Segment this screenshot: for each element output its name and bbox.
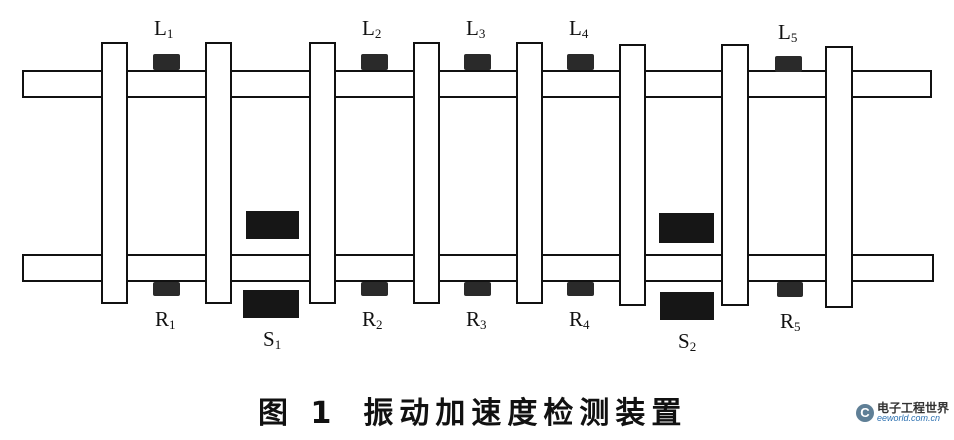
label-r2: R2: [362, 307, 383, 332]
label-l3: L3: [466, 16, 486, 41]
label-r4: R4: [569, 307, 590, 332]
sleeper: [309, 42, 336, 304]
block-s1-lower: [243, 290, 299, 318]
label-r1: R1: [155, 307, 176, 332]
sleeper: [721, 44, 749, 306]
sensor-l1: [153, 54, 180, 70]
sensor-r4: [567, 282, 594, 296]
label-r3: R3: [466, 307, 487, 332]
sensor-r5: [777, 282, 803, 297]
eeworld-logo: C 电子工程世界 eeworld.com.cn: [856, 402, 949, 423]
sensor-l2: [361, 54, 388, 70]
figure-number: 图 1: [258, 396, 338, 431]
label-l4: L4: [569, 16, 589, 41]
sensor-l5: [775, 56, 802, 72]
sleeper: [101, 42, 128, 304]
sensor-l3: [464, 54, 491, 70]
sleeper: [413, 42, 440, 304]
eeworld-logo-url: eeworld.com.cn: [877, 413, 941, 423]
eeworld-logo-name: 电子工程世界: [877, 401, 950, 415]
sleeper: [825, 46, 853, 308]
figure-caption: 图 1 振动加速度检测装置: [258, 388, 687, 432]
block-s1-upper: [246, 211, 299, 239]
label-l2: L2: [362, 16, 382, 41]
figure-title: 振动加速度检测装置: [363, 396, 688, 431]
sleeper: [205, 42, 232, 304]
bottom-rail: [22, 254, 934, 282]
label-r5: R5: [780, 309, 801, 334]
sensor-l4: [567, 54, 594, 70]
sensor-r1: [153, 282, 180, 296]
label-s1: S1: [263, 327, 282, 352]
label-s2: S2: [678, 329, 697, 354]
block-s2-lower: [660, 292, 714, 320]
label-l5: L5: [778, 20, 798, 45]
top-rail: [22, 70, 932, 98]
sensor-r3: [464, 282, 491, 296]
sleeper: [619, 44, 646, 306]
eeworld-logo-icon: C: [856, 403, 874, 422]
label-l1: L1: [154, 16, 174, 41]
block-s2-upper: [659, 213, 714, 243]
sensor-r2: [361, 282, 388, 296]
sleeper: [516, 42, 543, 304]
